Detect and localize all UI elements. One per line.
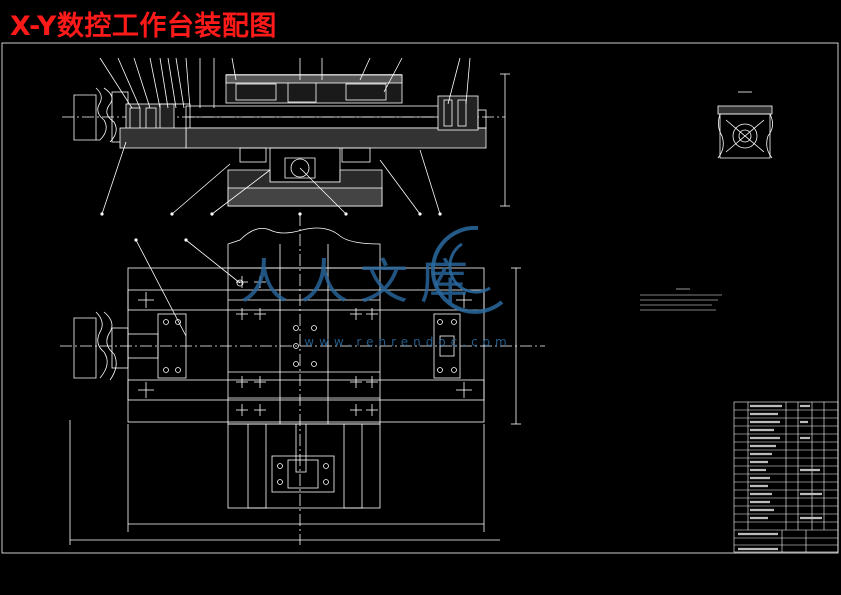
detail-view: [717, 91, 773, 159]
plan-view: [60, 214, 545, 545]
sheet-border: [1, 42, 839, 554]
technical-notes: [640, 288, 722, 311]
watermark-logo: [430, 225, 504, 314]
parts-list-table: [733, 401, 839, 553]
watermark-brand: 人人文库: [240, 254, 480, 310]
watermark-url: www.renrendoc.com: [304, 335, 511, 349]
section-view: [62, 57, 510, 215]
drawing-title: X-Y数控工作台装配图: [10, 11, 277, 42]
